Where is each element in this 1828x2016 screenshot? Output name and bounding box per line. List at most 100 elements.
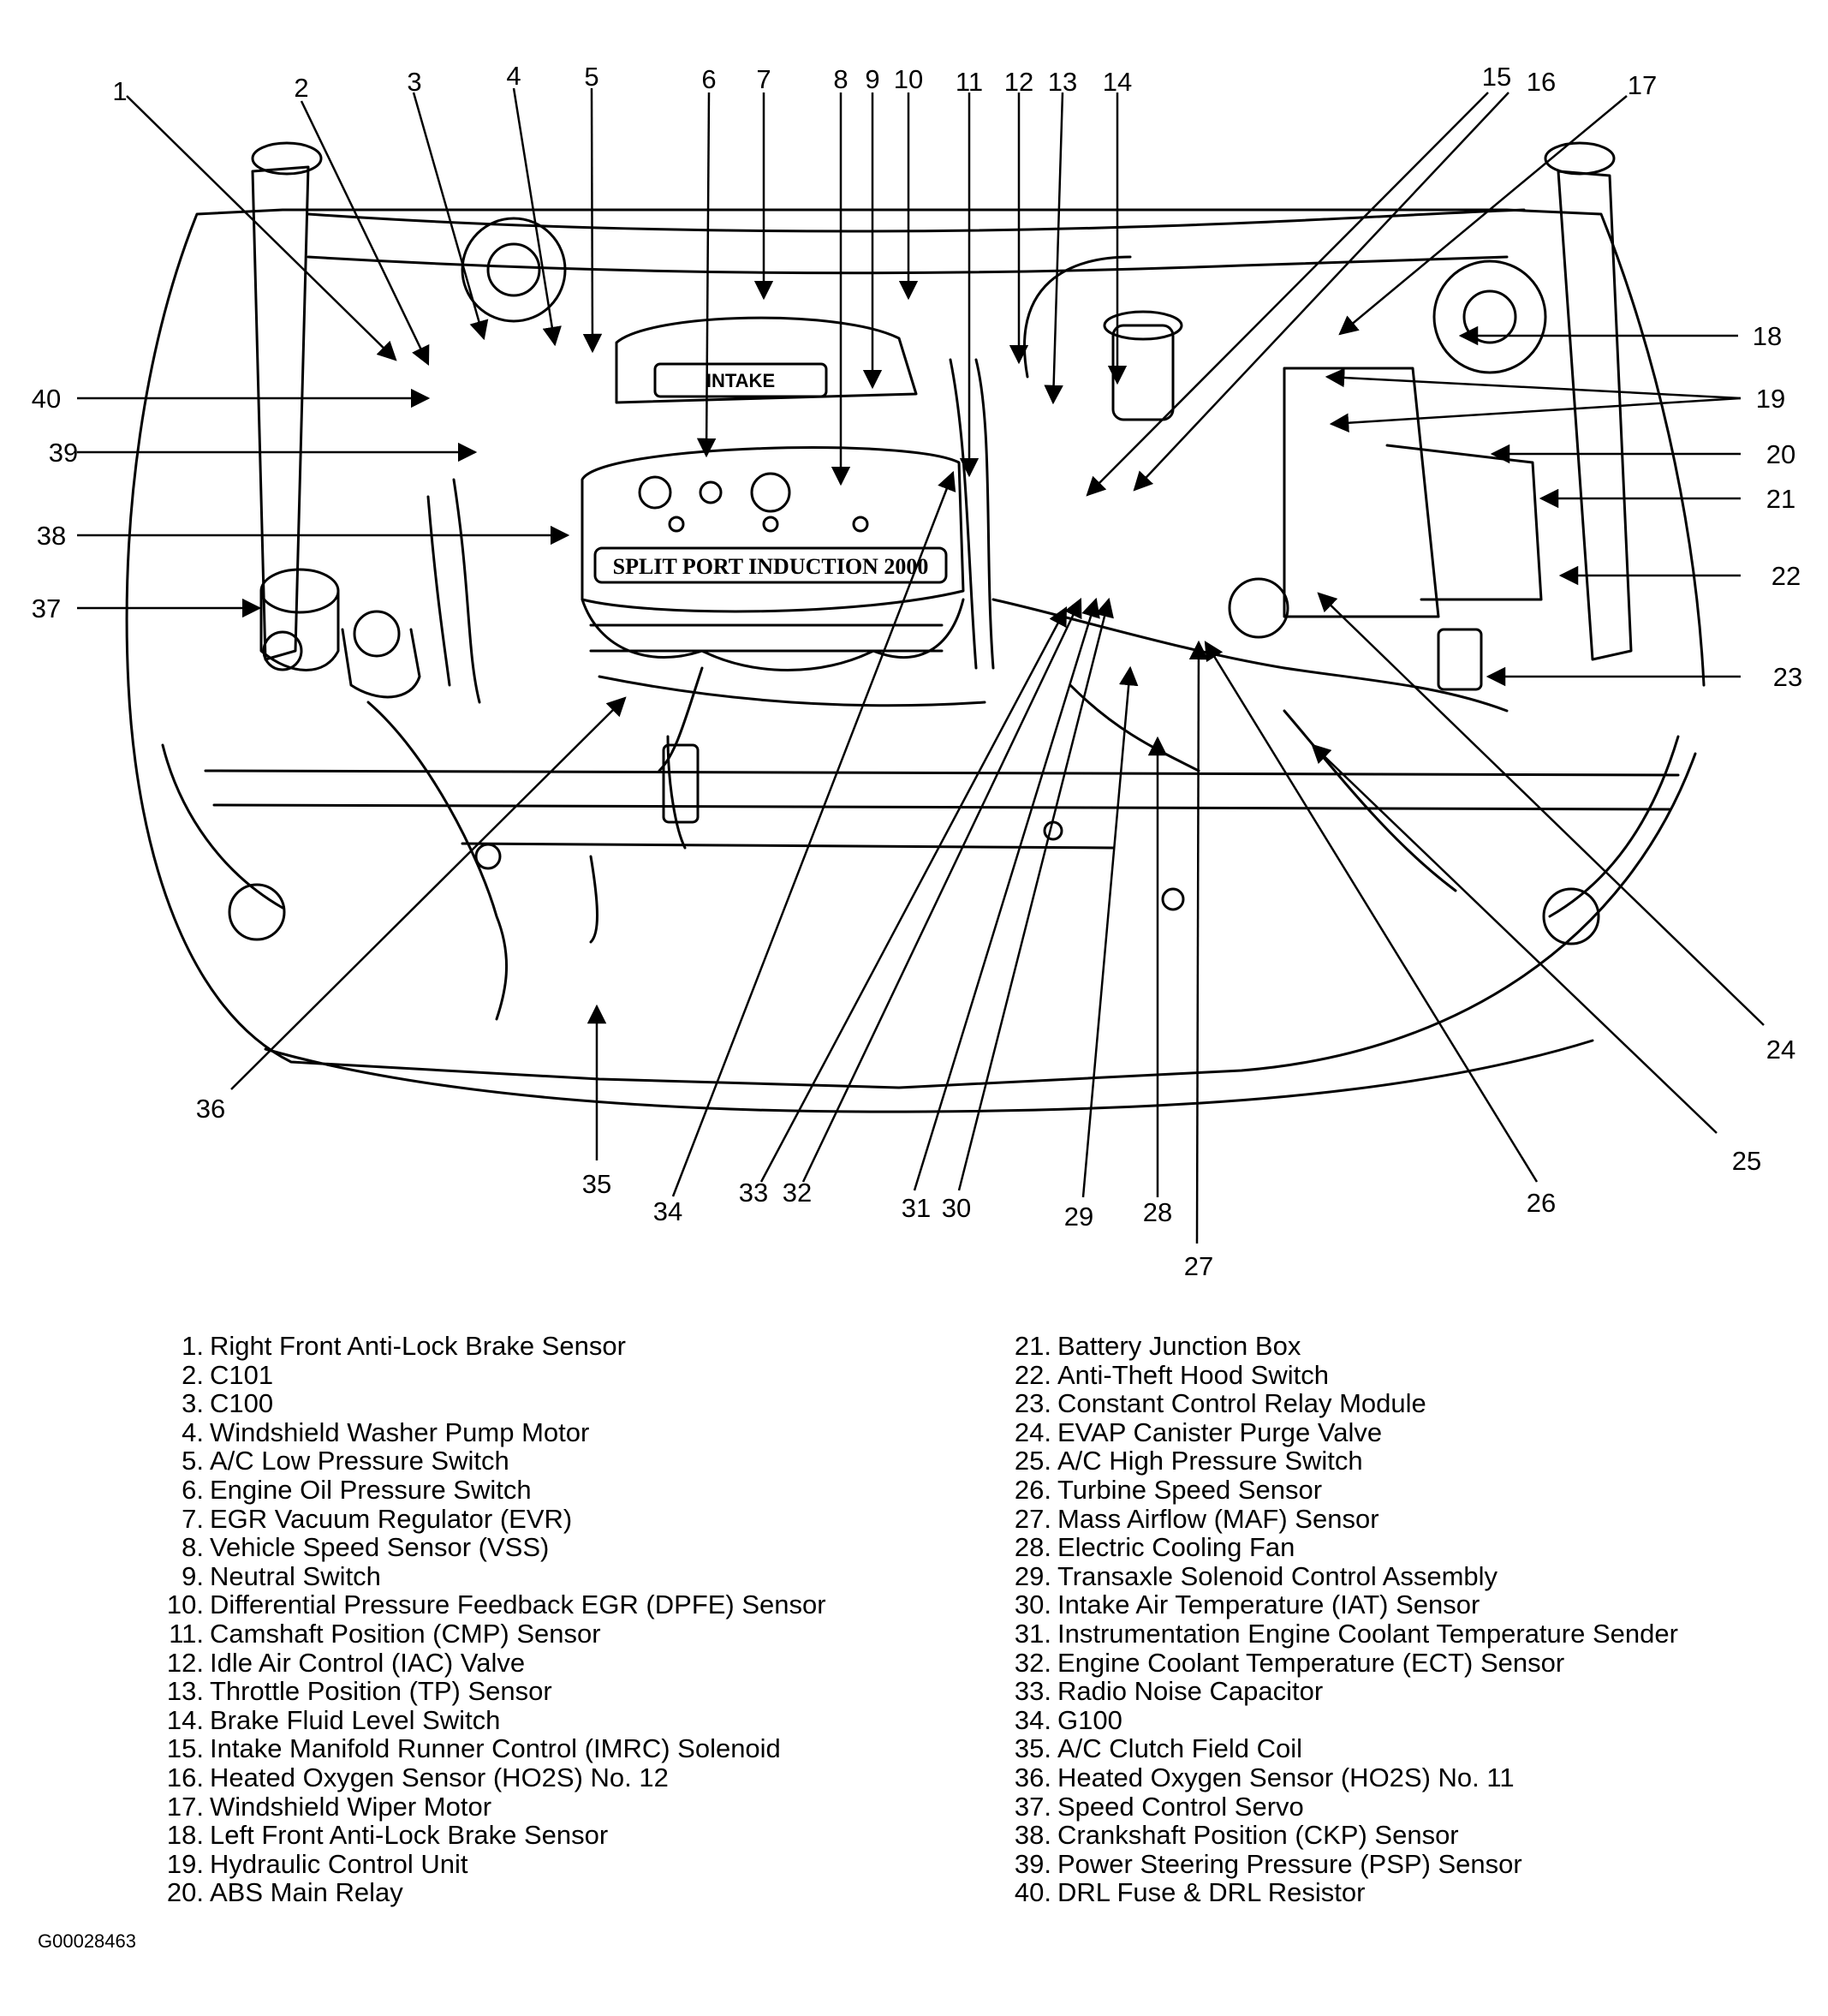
callout-9: 9 — [865, 64, 879, 94]
legend-number: 39. — [1014, 1848, 1051, 1879]
legend-item: 9.Neutral Switch — [159, 1560, 826, 1591]
legend-label: Crankshaft Position (CKP) Sensor — [1057, 1820, 1459, 1851]
legend-number: 10. — [166, 1590, 204, 1620]
legend-number: 26. — [1014, 1474, 1051, 1505]
leader-19a — [1325, 367, 1742, 400]
legend-label: G100 — [1057, 1704, 1122, 1735]
callout-16: 16 — [1527, 67, 1556, 97]
leader-16 — [1133, 92, 1509, 492]
leader-2 — [300, 100, 430, 367]
legend-number: 18. — [166, 1820, 204, 1851]
legend-label: Turbine Speed Sensor — [1057, 1474, 1323, 1505]
legend-item: 26.Turbine Speed Sensor — [1009, 1476, 1678, 1505]
legend-label: ABS Main Relay — [210, 1877, 403, 1908]
legend-number: 28. — [1014, 1532, 1051, 1563]
legend-item: 21.Battery Junction Box — [1009, 1332, 1678, 1361]
legend-item: 18.Left Front Anti-Lock Brake Sensor — [159, 1821, 826, 1850]
legend-number: 15. — [166, 1733, 204, 1764]
legend-label: Power Steering Pressure (PSP) Sensor — [1057, 1848, 1522, 1879]
legend-item: 1.Right Front Anti-Lock Brake Sensor — [159, 1332, 826, 1361]
legend-number: 5. — [182, 1446, 204, 1476]
legend-item: 13.Throttle Position (TP) Sensor — [159, 1677, 826, 1706]
legend-number: 25. — [1014, 1446, 1051, 1476]
callout-33: 33 — [739, 1178, 768, 1208]
legend-label: Engine Oil Pressure Switch — [210, 1474, 532, 1505]
callout-31: 31 — [902, 1193, 931, 1223]
leader-1 — [126, 95, 397, 361]
callout-39: 39 — [49, 438, 78, 468]
callout-38: 38 — [37, 521, 66, 551]
legend-item: 20.ABS Main Relay — [159, 1878, 826, 1907]
legend-label: Mass Airflow (MAF) Sensor — [1057, 1503, 1379, 1534]
callout-37: 37 — [32, 593, 61, 623]
legend-item: 28.Electric Cooling Fan — [1009, 1533, 1678, 1562]
callout-26: 26 — [1527, 1188, 1556, 1218]
legend-label: DRL Fuse & DRL Resistor — [1057, 1877, 1366, 1908]
legend-item: 5.A/C Low Pressure Switch — [159, 1446, 826, 1476]
legend-item: 35.A/C Clutch Field Coil — [1009, 1734, 1678, 1763]
legend-right-column: 21.Battery Junction Box 22.Anti-Theft Ho… — [1009, 1332, 1678, 1907]
legend-item: 8.Vehicle Speed Sensor (VSS) — [159, 1533, 826, 1562]
leader-31 — [913, 597, 1100, 1191]
legend-number: 38. — [1014, 1820, 1051, 1851]
callout-6: 6 — [701, 64, 716, 94]
callout-14: 14 — [1103, 67, 1132, 97]
callout-28: 28 — [1143, 1197, 1172, 1227]
legend-number: 32. — [1014, 1647, 1051, 1678]
callout-1: 1 — [112, 76, 127, 106]
legend-number: 16. — [166, 1762, 204, 1792]
leader-24 — [1317, 592, 1765, 1026]
legend-item: 16.Heated Oxygen Sensor (HO2S) No. 12 — [159, 1763, 826, 1792]
legend-item: 14.Brake Fluid Level Switch — [159, 1705, 826, 1735]
legend-number: 27. — [1014, 1503, 1051, 1534]
legend-label: Radio Noise Capacitor — [1057, 1676, 1324, 1707]
legend-item: 32.Engine Coolant Temperature (ECT) Sens… — [1009, 1647, 1678, 1678]
legend-label: A/C Clutch Field Coil — [1057, 1733, 1302, 1764]
legend-item: 38.Crankshaft Position (CKP) Sensor — [1009, 1821, 1678, 1850]
legend-item: 37.Speed Control Servo — [1009, 1792, 1678, 1822]
callout-23: 23 — [1773, 662, 1802, 692]
legend-item: 19.Hydraulic Control Unit — [159, 1848, 826, 1879]
legend-number: 4. — [182, 1417, 204, 1447]
legend-label: Left Front Anti-Lock Brake Sensor — [210, 1820, 609, 1851]
callout-12: 12 — [1004, 67, 1033, 97]
callout-3: 3 — [407, 67, 421, 97]
callout-8: 8 — [833, 64, 848, 94]
legend-label: EGR Vacuum Regulator (EVR) — [210, 1503, 573, 1534]
legend-item: 29.Transaxle Solenoid Control Assembly — [1009, 1560, 1678, 1591]
legend-label: Throttle Position (TP) Sensor — [210, 1676, 552, 1707]
legend-number: 11. — [169, 1618, 204, 1649]
legend-number: 3. — [182, 1388, 204, 1419]
legend-label: Heated Oxygen Sensor (HO2S) No. 12 — [210, 1762, 669, 1792]
legend-item: 11.Camshaft Position (CMP) Sensor — [159, 1619, 826, 1649]
legend-number: 20. — [166, 1877, 204, 1908]
legend-item: 23.Constant Control Relay Module — [1009, 1389, 1678, 1418]
callout-numbers: 1 2 3 4 5 6 7 8 9 10 11 12 13 14 15 16 1… — [32, 61, 1802, 1281]
legend-label: C100 — [210, 1388, 274, 1419]
callout-5: 5 — [584, 62, 598, 92]
callout-leaders — [77, 87, 1765, 1244]
legend-number: 36. — [1014, 1762, 1051, 1792]
figure-id: G00028463 — [38, 1930, 136, 1952]
legend-number: 8. — [182, 1532, 204, 1563]
legend-number: 19. — [166, 1848, 204, 1879]
legend-label: EVAP Canister Purge Valve — [1057, 1417, 1383, 1447]
legend-item: 36.Heated Oxygen Sensor (HO2S) No. 11 — [1009, 1763, 1678, 1792]
legend-number: 29. — [1014, 1560, 1051, 1591]
callout-27: 27 — [1184, 1251, 1213, 1281]
legend-label: Windshield Washer Pump Motor — [210, 1417, 590, 1447]
legend-item: 12.Idle Air Control (IAC) Valve — [159, 1648, 826, 1678]
legend-label: Intake Air Temperature (IAT) Sensor — [1057, 1590, 1480, 1620]
legend-item: 24.EVAP Canister Purge Valve — [1009, 1417, 1678, 1447]
legend-label: Transaxle Solenoid Control Assembly — [1057, 1560, 1498, 1591]
legend-label: Neutral Switch — [210, 1560, 381, 1591]
legend-number: 33. — [1014, 1676, 1051, 1707]
callout-24: 24 — [1766, 1035, 1795, 1065]
callout-10: 10 — [894, 64, 923, 94]
legend-number: 6. — [182, 1474, 204, 1505]
legend-number: 24. — [1014, 1417, 1051, 1447]
legend-item: 4.Windshield Washer Pump Motor — [159, 1417, 826, 1447]
legend-item: 17.Windshield Wiper Motor — [159, 1792, 826, 1822]
callout-32: 32 — [783, 1178, 812, 1208]
legend-item: 25.A/C High Pressure Switch — [1009, 1446, 1678, 1476]
